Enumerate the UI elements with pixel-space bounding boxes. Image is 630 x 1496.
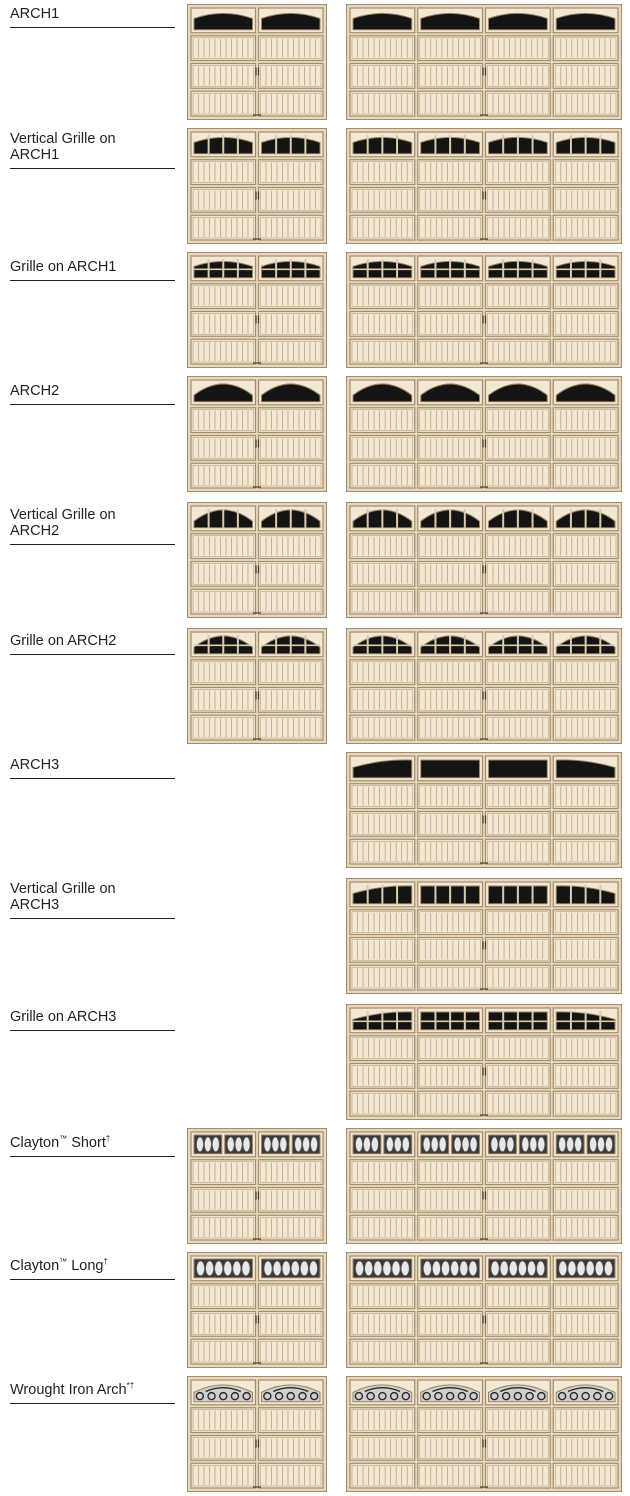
door-arch3-double-6 [346, 752, 622, 868]
door-arch1-double-2 [346, 252, 622, 368]
label-grille-arch2: Grille on ARCH2 [10, 633, 175, 655]
label-grille-arch3: Grille on ARCH3 [10, 1009, 175, 1031]
label-vertical-grille-arch2: Vertical Grille on ARCH2 [10, 507, 175, 545]
door-wrought-iron-single-11 [187, 1376, 327, 1492]
door-wrought-iron-double-11 [346, 1376, 622, 1492]
label-arch1: ARCH1 [10, 6, 175, 28]
door-clayton-short-single-9 [187, 1128, 327, 1244]
label-vertical-grille-arch3: Vertical Grille on ARCH3 [10, 881, 175, 919]
door-clayton-short-double-9 [346, 1128, 622, 1244]
door-arch1-double-0 [346, 4, 622, 120]
door-arch1-single-2 [187, 252, 327, 368]
label-grille-arch1: Grille on ARCH1 [10, 259, 175, 281]
door-arch2-single-4 [187, 502, 327, 618]
door-arch2-double-3 [346, 376, 622, 492]
label-arch3: ARCH3 [10, 757, 175, 779]
door-arch1-double-1 [346, 128, 622, 244]
door-arch1-single-0 [187, 4, 327, 120]
label-clayton-short: Clayton™ Short† [10, 1135, 175, 1157]
door-arch2-single-3 [187, 376, 327, 492]
door-arch2-single-5 [187, 628, 327, 744]
door-arch2-double-4 [346, 502, 622, 618]
label-vertical-grille-arch1: Vertical Grille on ARCH1 [10, 131, 175, 169]
door-arch3-double-7 [346, 878, 622, 994]
label-clayton-long: Clayton™ Long† [10, 1258, 175, 1280]
label-wrought-iron-arch: Wrought Iron Arch*† [10, 1382, 175, 1404]
door-arch3-double-8 [346, 1004, 622, 1120]
label-arch2: ARCH2 [10, 383, 175, 405]
door-clayton-long-single-10 [187, 1252, 327, 1368]
door-arch2-double-5 [346, 628, 622, 744]
door-clayton-long-double-10 [346, 1252, 622, 1368]
door-arch1-single-1 [187, 128, 327, 244]
